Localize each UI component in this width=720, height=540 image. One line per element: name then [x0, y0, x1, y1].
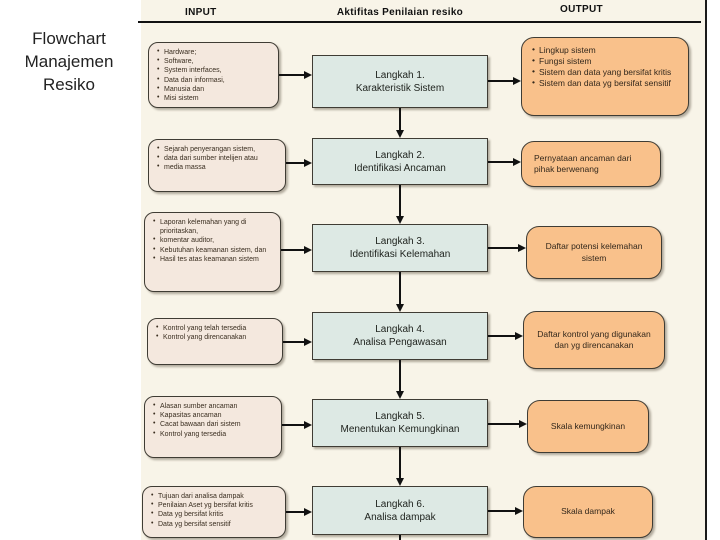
- arrow-right-icon: [279, 71, 312, 78]
- step-label: Langkah 1.: [375, 69, 425, 81]
- bullet-item: Manusia dan: [157, 84, 274, 94]
- step-name: Analisa Pengawasan: [353, 337, 447, 348]
- input-box-4-list: Kontrol yang telah tersedia Kontrol yang…: [148, 319, 282, 346]
- arrow-right-icon: [283, 338, 312, 345]
- arrow-right-icon: [488, 420, 527, 427]
- arrow-right-icon: [286, 508, 312, 515]
- arrow-right-icon: [488, 244, 526, 251]
- step-label: Langkah 2.: [375, 149, 425, 161]
- bullet-item: Data dan informasi,: [157, 75, 274, 85]
- bullet-item: Fungsi sistem: [532, 55, 684, 67]
- bullet-item: Misi sistem: [157, 93, 274, 103]
- arrow-right-icon: [488, 158, 521, 165]
- page-title: Flowchart Manajemen Resiko: [24, 29, 114, 94]
- bullet-item: Lingkup sistem: [532, 44, 684, 56]
- arrow-down-icon: [396, 108, 403, 138]
- arrow-right-icon: [282, 421, 312, 428]
- step-name: Karakteristik Sistem: [355, 82, 445, 94]
- bullet-item: Hardware;: [157, 47, 274, 57]
- output-box-2: Pernyataan ancaman dari pihak berwenang: [521, 141, 661, 187]
- bullet-item: Kontrol yang tersedia: [153, 429, 277, 439]
- output-box-1: Lingkup sistem Fungsi sistem Sistem dan …: [521, 37, 689, 116]
- input-box-3: Laporan kelemahan yang di prioritaskan, …: [144, 212, 281, 292]
- bullet-item: Sejarah penyerangan sistem,: [157, 144, 281, 154]
- step-label: Langkah 6.: [375, 498, 425, 510]
- output-text: Skala dampak: [561, 506, 615, 517]
- input-box-6-list: Tujuan dari analisa dampak Penilaian Ase…: [143, 487, 285, 533]
- step-box-3: Langkah 3. Identifikasi Kelemahan: [312, 224, 488, 272]
- step-box-5: Langkah 5. Menentukan Kemungkinan: [312, 399, 488, 447]
- bullet-item: Alasan sumber ancaman: [153, 401, 277, 411]
- input-box-4: Kontrol yang telah tersedia Kontrol yang…: [147, 318, 283, 365]
- bullet-item: Tujuan dari analisa dampak: [151, 491, 281, 501]
- arrow-right-icon: [488, 507, 523, 514]
- bullet-item: Hasil tes atas keamanan sistem: [153, 254, 276, 264]
- bullet-item: Kontrol yang direncanakan: [156, 332, 278, 342]
- arrow-down-icon: [396, 360, 403, 399]
- arrow-right-icon: [286, 159, 312, 166]
- arrow-right-icon: [488, 332, 523, 339]
- input-box-1: Hardware; Software, System interfaces, D…: [148, 42, 279, 108]
- arrow-down-icon: [396, 185, 403, 224]
- bullet-item: Sistem dan data yg bersifat sensitif: [532, 77, 684, 89]
- bullet-item: komentar auditor,: [153, 235, 276, 245]
- input-box-6: Tujuan dari analisa dampak Penilaian Ase…: [142, 486, 286, 538]
- bullet-item: Kontrol yang telah tersedia: [156, 323, 278, 333]
- arrow-right-icon: [488, 77, 521, 84]
- input-box-2-list: Sejarah penyerangan sistem, data dari su…: [149, 140, 285, 177]
- bullet-item: Kapasitas ancaman: [153, 410, 277, 420]
- bullet-item: Data yg bersifat sensitif: [151, 519, 281, 529]
- step-name: Menentukan Kemungkinan: [340, 424, 460, 435]
- column-header-input: INPUT: [185, 7, 217, 18]
- step-name: Identifikasi Kelemahan: [349, 249, 451, 260]
- header-divider: [138, 21, 701, 23]
- step-box-4: Langkah 4. Analisa Pengawasan: [312, 312, 488, 360]
- arrow-down-icon: [396, 447, 403, 486]
- input-box-1-list: Hardware; Software, System interfaces, D…: [149, 43, 278, 107]
- output-text: Pernyataan ancaman dari pihak berwenang: [534, 152, 632, 174]
- connector-line: [399, 535, 401, 540]
- column-header-activity: Aktifitas Penilaian resiko: [336, 7, 464, 18]
- step-box-1: Langkah 1. Karakteristik Sistem: [312, 55, 488, 108]
- input-box-5: Alasan sumber ancaman Kapasitas ancaman …: [144, 396, 282, 458]
- step-box-2: Langkah 2. Identifikasi Ancaman: [312, 138, 488, 185]
- input-box-3-list: Laporan kelemahan yang di prioritaskan, …: [145, 213, 280, 268]
- arrow-down-icon: [396, 272, 403, 312]
- column-header-output: OUTPUT: [560, 4, 603, 15]
- input-box-2: Sejarah penyerangan sistem, data dari su…: [148, 139, 286, 192]
- output-box-1-list: Lingkup sistem Fungsi sistem Sistem dan …: [522, 38, 688, 93]
- output-box-6: Skala dampak: [523, 486, 653, 538]
- step-box-6: Langkah 6. Analisa dampak: [312, 486, 488, 535]
- bullet-item: Kebutuhan keamanan sistem, dan: [153, 245, 276, 255]
- output-text: Daftar kontrol yang digunakan dan yg dir…: [537, 328, 651, 350]
- output-box-5: Skala kemungkinan: [527, 400, 649, 453]
- step-label: Langkah 4.: [375, 324, 425, 335]
- output-text: Skala kemungkinan: [550, 420, 626, 431]
- step-name: Identifikasi Ancaman: [354, 162, 446, 174]
- bullet-item: System interfaces,: [157, 65, 274, 75]
- bullet-item: data dari sumber intelijen atau: [157, 153, 281, 163]
- bullet-item: media massa: [157, 162, 281, 172]
- step-label: Langkah 5.: [375, 411, 425, 422]
- arrow-right-icon: [281, 246, 312, 253]
- output-box-4: Daftar kontrol yang digunakan dan yg dir…: [523, 311, 665, 369]
- bullet-item: Laporan kelemahan yang di prioritaskan,: [153, 217, 276, 236]
- step-name: Analisa dampak: [364, 511, 436, 523]
- output-text: Daftar potensi kelemahan sistem: [545, 241, 643, 263]
- bullet-item: Sistem dan data yang bersifat kritis: [532, 66, 684, 78]
- bullet-item: Penilaian Aset yg bersifat kritis: [151, 500, 281, 510]
- bullet-item: Software,: [157, 56, 274, 66]
- bullet-item: Data yg bersifat kritis: [151, 509, 281, 519]
- output-box-3: Daftar potensi kelemahan sistem: [526, 226, 662, 279]
- input-box-5-list: Alasan sumber ancaman Kapasitas ancaman …: [145, 397, 281, 443]
- step-label: Langkah 3.: [375, 236, 425, 247]
- bullet-item: Cacat bawaan dari sistem: [153, 419, 277, 429]
